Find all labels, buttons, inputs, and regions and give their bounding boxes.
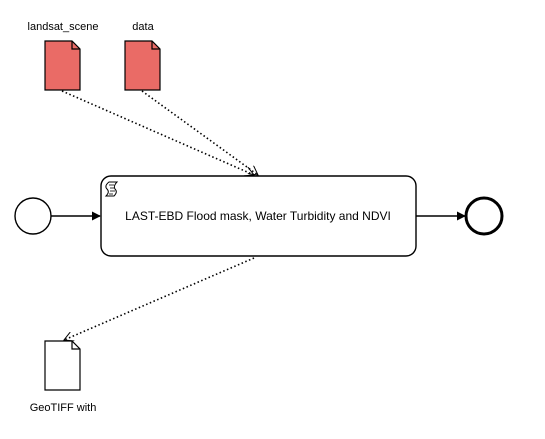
data-object-fold [71, 41, 80, 50]
data-output-geotiff[interactable]: GeoTIFF with [30, 340, 97, 414]
association-data-to-task [141, 90, 258, 176]
data-object-fold [151, 41, 160, 50]
data-object-icon [124, 40, 161, 91]
script-icon [104, 181, 119, 197]
task-label: LAST-EBD Flood mask, Water Turbidity and… [125, 209, 391, 223]
data-input-label: data [132, 21, 154, 33]
data-input-data[interactable]: data [124, 21, 161, 91]
start-event[interactable] [14, 197, 52, 235]
data-object-fold [71, 341, 80, 350]
association-task-to-output [64, 257, 255, 340]
association-landsat-to-task [61, 90, 254, 175]
data-input-label: landsat_scene [28, 21, 99, 33]
data-object-icon [44, 40, 81, 91]
data-input-landsat-scene[interactable]: landsat_scene [28, 21, 99, 91]
end-event[interactable] [464, 196, 504, 236]
data-output-label: GeoTIFF with [30, 402, 97, 414]
data-object-icon [44, 340, 81, 391]
script-task[interactable]: LAST-EBD Flood mask, Water Turbidity and… [100, 175, 417, 257]
